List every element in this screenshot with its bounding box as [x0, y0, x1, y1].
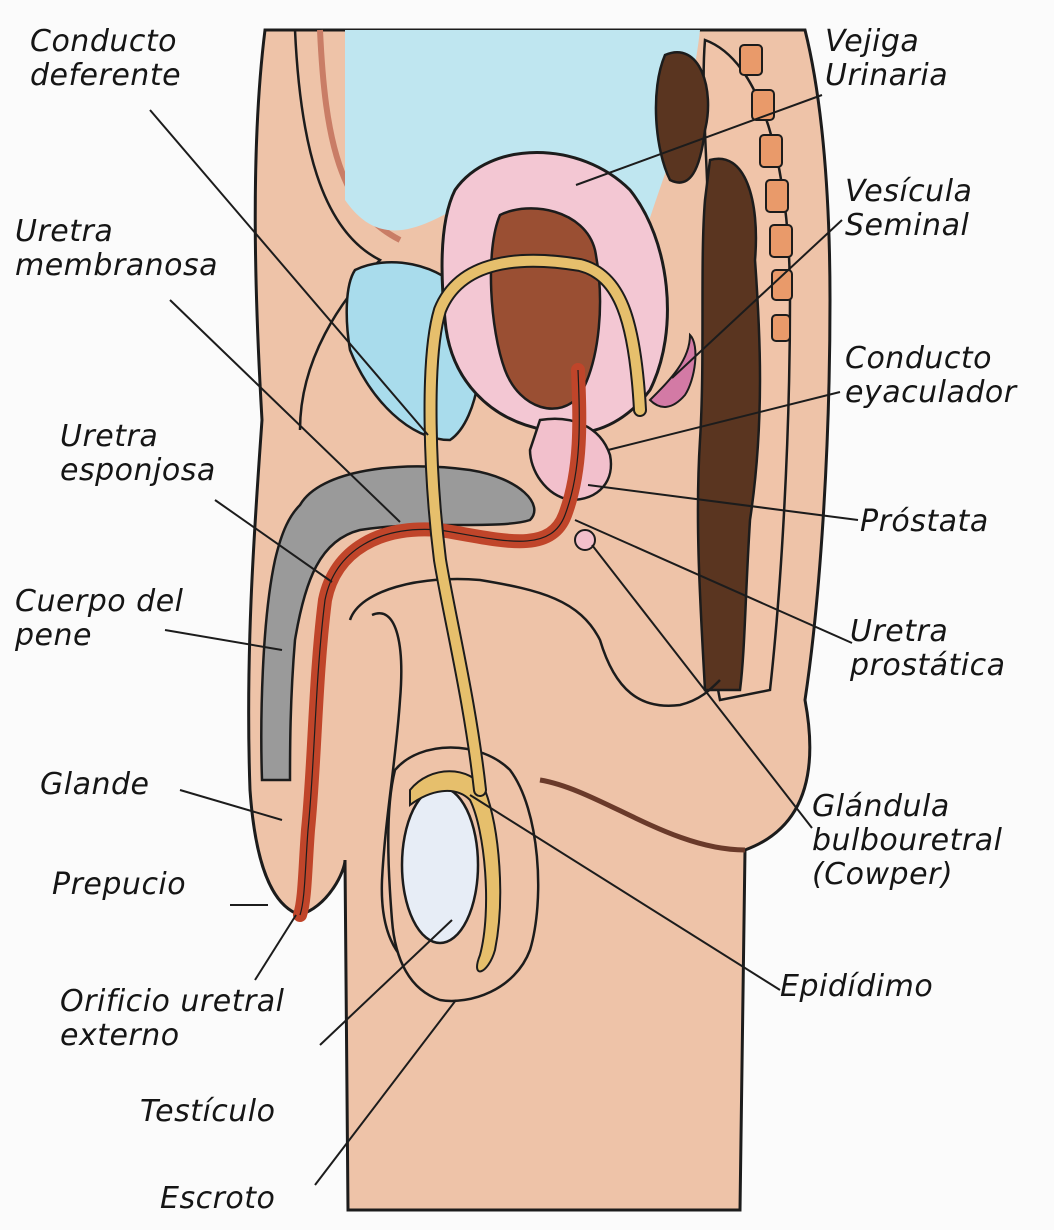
label-uretra-prostatica: Uretra prostática	[850, 615, 1005, 683]
label-conducto-deferente: Conducto deferente	[30, 25, 181, 93]
label-orificio-uretral-externo: Orificio uretral externo	[60, 985, 285, 1053]
label-vesicula-seminal: Vesícula Seminal	[845, 175, 972, 243]
label-prostata: Próstata	[860, 505, 989, 539]
label-uretra-esponjosa: Uretra esponjosa	[60, 420, 216, 488]
label-glande: Glande	[40, 768, 149, 802]
label-vejiga-urinaria: Vejiga Urinaria	[825, 25, 948, 93]
label-glandula-bulbouretral: Glándula bulbouretral (Cowper)	[812, 790, 1002, 892]
label-prepucio: Prepucio	[52, 868, 186, 902]
label-testiculo: Testículo	[140, 1095, 276, 1129]
bulbourethral-gland	[575, 530, 595, 550]
label-conducto-eyaculador: Conducto eyaculador	[845, 342, 1017, 410]
label-uretra-membranosa: Uretra membranosa	[15, 215, 218, 283]
label-epididimo: Epidídimo	[780, 970, 933, 1004]
label-cuerpo-del-pene: Cuerpo del pene	[15, 585, 184, 653]
testis	[402, 787, 478, 943]
label-escroto: Escroto	[160, 1182, 275, 1216]
